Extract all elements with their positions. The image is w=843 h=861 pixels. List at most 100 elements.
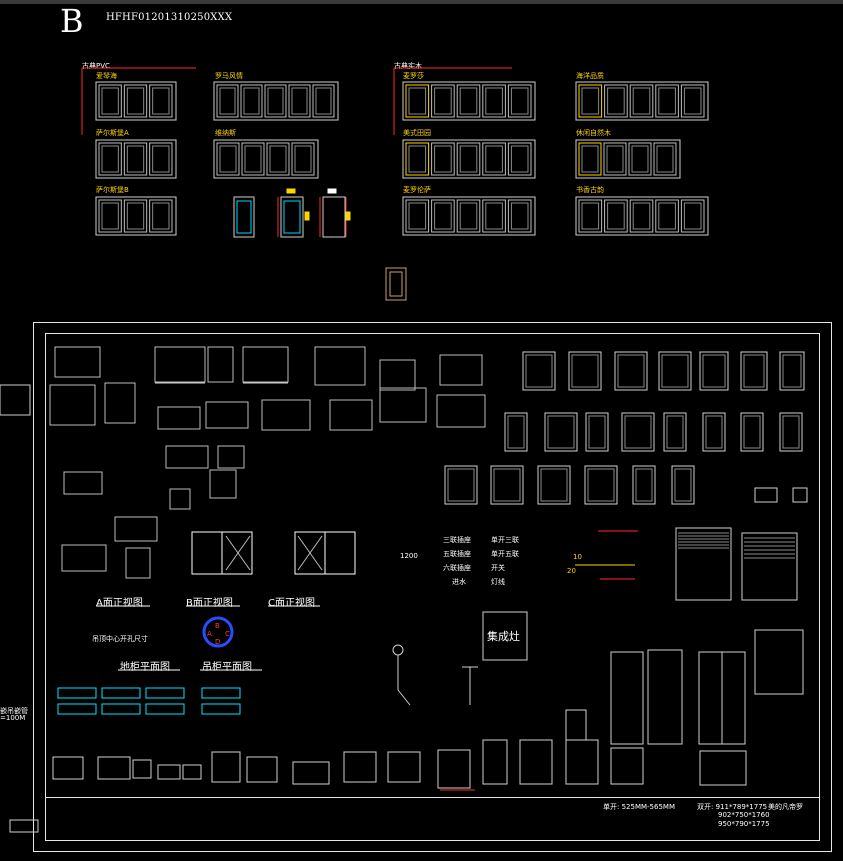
cabinet-scholar-door <box>604 199 628 233</box>
cabinet-salzburg-a-panel <box>101 145 119 173</box>
plan-base <box>57 703 97 715</box>
cabinet-block-inner <box>571 354 599 388</box>
person-head <box>392 644 404 656</box>
fridge-side <box>754 629 804 695</box>
cabinet-block <box>490 465 524 505</box>
range-hood <box>154 346 206 383</box>
cabinet-block-inner <box>666 415 684 449</box>
cabinet-ocean-panel <box>607 87 625 115</box>
cabinet-block <box>504 412 528 452</box>
marker-b: B <box>215 622 220 630</box>
legend-item: 六联插座 <box>443 564 471 572</box>
cabinet-block <box>614 351 648 391</box>
cabinet-ocean-door <box>655 84 679 118</box>
sink <box>217 445 245 469</box>
cabinet-natural-door <box>653 142 677 176</box>
cabinet-natural-panel <box>581 145 599 173</box>
cabinet-salzburg-a-panel <box>126 145 145 173</box>
cabinet-ocean-door <box>680 84 705 118</box>
cabinet-block-inner <box>624 415 652 449</box>
view-label-a: A面正视图 <box>96 598 143 609</box>
cabinet-scholar <box>575 196 709 236</box>
appliance <box>387 751 421 783</box>
appliance <box>182 764 202 780</box>
cabinet-aiqinhai-panel <box>101 87 119 115</box>
cabinet-roman <box>213 81 339 121</box>
cabinet-block <box>584 465 618 505</box>
marker-a: A <box>207 630 212 638</box>
range-hood <box>379 359 416 391</box>
cabinet-ocean-door <box>604 84 628 118</box>
faucet <box>209 469 237 499</box>
cabinet-ocean-panel <box>658 87 676 115</box>
drawing-border-inner <box>45 333 820 841</box>
cabinet-salzburg-b-door <box>149 199 173 233</box>
cabinet-roman-panel <box>315 87 332 115</box>
cabinet-salzburg-a <box>95 139 177 179</box>
cabinet-venus-door <box>216 142 240 176</box>
cabinet-salzburg-a-door <box>123 142 148 176</box>
door-handle <box>304 211 310 221</box>
note-brand: 美的凡帝罗 <box>768 803 803 811</box>
cabinet-block <box>522 351 556 391</box>
sheet-code: HFHF01201310250XXX <box>106 12 233 23</box>
window-blind <box>741 532 798 601</box>
cabinet-ocean-panel <box>632 87 651 115</box>
top-scrollbar[interactable] <box>0 0 843 4</box>
cabinet-florence-door <box>456 199 481 233</box>
legend-item: 进水 <box>452 578 466 586</box>
cabinet-american-panel <box>408 145 427 173</box>
plan-base <box>145 703 185 715</box>
cabinet-ocean-door <box>578 84 603 118</box>
cabinet-american <box>402 139 536 179</box>
group-pvc-label: 古典PVC <box>82 62 110 70</box>
style-label: 维纳斯 <box>215 129 236 137</box>
cabinet-venus-panel <box>244 145 262 173</box>
appliance <box>132 759 152 779</box>
cabinet-venus <box>213 139 319 179</box>
cabinet-natural-door <box>603 142 627 176</box>
cabinet-roman-door <box>288 84 311 118</box>
door-handle <box>327 188 337 194</box>
cabinet-block <box>702 412 726 452</box>
note-double-open: 902*750*1760 <box>718 811 770 819</box>
oven-unit <box>205 401 249 429</box>
sink <box>114 516 158 542</box>
left-note: =100M <box>0 714 26 722</box>
cabinet-venus-door <box>291 142 315 176</box>
door-handle <box>345 211 351 221</box>
cabinet-block-inner <box>743 415 761 449</box>
cabinet-block-inner <box>782 354 802 388</box>
cabinet-roman-door <box>240 84 263 118</box>
cabinet-american-panel <box>459 145 478 173</box>
sheet-letter: B <box>60 2 84 40</box>
cabinet-salzburg-b <box>95 196 177 236</box>
cabinet-block-inner <box>661 354 689 388</box>
style-label: 罗马风情 <box>215 72 243 80</box>
cabinet-salzburg-a-door <box>149 142 173 176</box>
cabinet-salzburg-a-panel <box>152 145 170 173</box>
marker-c: C <box>225 630 230 638</box>
cabinet-florence-door <box>507 199 532 233</box>
cabinet-salzburg-b-door <box>123 199 148 233</box>
cabinet-florence-door <box>482 199 506 233</box>
range-hood <box>207 346 234 383</box>
cabinet-roman-door <box>312 84 335 118</box>
double-sink <box>61 544 107 572</box>
cabinet-american-panel <box>510 145 529 173</box>
cabinet-block-inner <box>447 468 475 502</box>
plan-base <box>101 687 141 699</box>
cabinet-meluosha-panel <box>434 87 452 115</box>
dim-20: 20 <box>567 567 576 575</box>
microwave-glass <box>565 709 587 741</box>
cabinet-natural <box>575 139 681 179</box>
cabinet-block <box>779 351 805 391</box>
cabinet-low <box>699 750 747 786</box>
fridge <box>647 649 683 745</box>
cabinet-meluosha-door <box>405 84 430 118</box>
grill-unit <box>125 547 151 579</box>
front-view-a-cross <box>225 535 251 571</box>
cabinet-block <box>740 412 764 452</box>
cabinet-block <box>537 465 571 505</box>
range-hood <box>242 346 289 383</box>
